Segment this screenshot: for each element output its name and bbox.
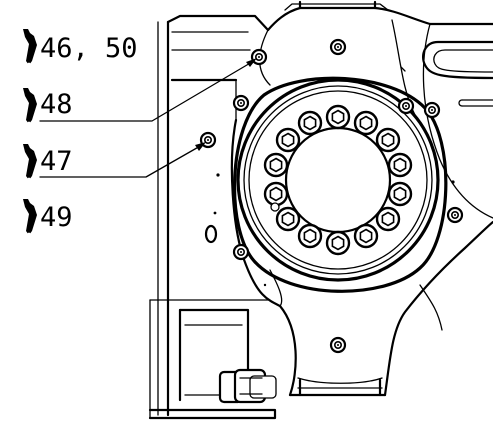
callout-label: 46, 50 bbox=[40, 33, 138, 64]
callout-49: 49 bbox=[23, 199, 73, 236]
callout-47: 47 bbox=[23, 144, 73, 181]
lower-bolt-stack bbox=[218, 368, 277, 404]
wrench-icon bbox=[23, 199, 37, 236]
callout-label: 47 bbox=[40, 146, 73, 177]
locator-details bbox=[204, 66, 455, 287]
flange-body bbox=[230, 0, 493, 397]
callout-label: 48 bbox=[40, 89, 73, 120]
right-cutout bbox=[421, 40, 493, 107]
callout-label: 49 bbox=[40, 202, 73, 233]
wrench-icon bbox=[23, 144, 37, 181]
leader-lines bbox=[39, 58, 257, 178]
callout-48: 48 bbox=[23, 88, 73, 125]
left-housing bbox=[148, 14, 277, 420]
wrench-icon bbox=[23, 29, 37, 66]
callout-46-50: 46, 50 bbox=[23, 29, 138, 66]
wrench-icon bbox=[23, 88, 37, 125]
